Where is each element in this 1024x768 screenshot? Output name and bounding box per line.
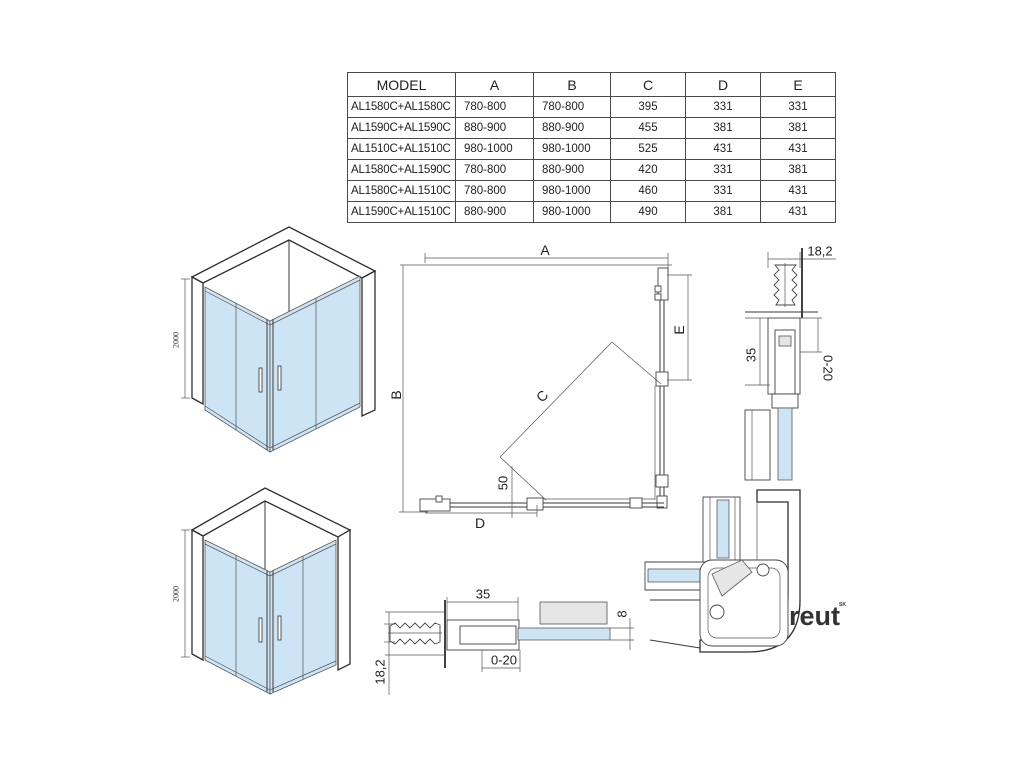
dimension-label-c: C	[533, 387, 551, 405]
top-rail	[204, 543, 337, 577]
dimension-label-offset: 50	[496, 476, 511, 490]
top-rail	[204, 279, 361, 326]
header-model: MODEL	[347, 72, 456, 97]
corner-part	[656, 495, 668, 509]
door-stop	[655, 371, 669, 387]
header-a: A	[455, 72, 534, 97]
horizontal-profile-detail: 35 8 0-20 18,2	[373, 587, 634, 695]
wall-top-cap	[190, 487, 352, 538]
glass-pane-section	[517, 627, 611, 641]
glass-seal	[771, 393, 799, 409]
right-wall-face	[337, 528, 351, 672]
extension-line	[611, 341, 662, 385]
dimension-label-depth: 35	[476, 587, 490, 602]
table-row: AL1580C+AL1580C 780-800 780-800 395 331 …	[347, 96, 836, 118]
door-handle	[277, 365, 282, 391]
dimension-label-adjust: 0-20	[821, 355, 836, 381]
right-wall-face	[361, 269, 376, 418]
hardware-part	[654, 293, 662, 301]
header-e: E	[760, 72, 836, 97]
iso-view-top: 2000	[172, 226, 377, 453]
table-row: AL1580C+AL1590C 780-800 880-900 420 331 …	[347, 159, 836, 181]
wall-profile	[419, 498, 451, 512]
door-handle	[277, 615, 282, 641]
hardware-part	[654, 285, 662, 293]
cell-c: 490	[610, 201, 686, 223]
brand-logo: reut	[789, 601, 840, 631]
door-handle	[258, 617, 263, 643]
left-glass-panel	[204, 539, 271, 695]
cell-a: 780-800	[455, 159, 534, 181]
dimension-line-c	[499, 341, 613, 458]
door-handle	[258, 367, 263, 393]
profile-insert	[778, 335, 792, 347]
hardware-part	[655, 474, 669, 488]
wall-section	[744, 409, 771, 481]
header-d: D	[685, 72, 761, 97]
cell-e: 431	[760, 201, 836, 223]
dimension-label-width: 18,2	[373, 659, 388, 684]
dimension-label-depth: 35	[744, 348, 759, 362]
plan-view: A B E C D	[388, 242, 692, 531]
door-stop	[526, 497, 544, 511]
cell-b: 980-1000	[533, 201, 611, 223]
table-row: AL1510C+AL1510C 980-1000 980-1000 525 43…	[347, 138, 836, 160]
right-glass-panel	[269, 275, 361, 453]
hardware-part	[629, 497, 643, 509]
screw-hole	[709, 604, 725, 620]
dimension-label-d: D	[475, 515, 485, 531]
hardware-part	[435, 495, 443, 503]
left-wall-face	[191, 275, 204, 406]
cell-model: AL1590C+AL1510C	[347, 201, 456, 223]
height-label: 2000	[172, 332, 181, 348]
vertical-profile-detail: 18,2 35 0-20	[744, 244, 836, 481]
corner-joint-detail: reut SK	[644, 489, 846, 653]
height-label: 2000	[172, 586, 181, 602]
floor-line	[649, 639, 701, 649]
glass-pane-edge	[539, 601, 608, 625]
cell-b: 880-900	[533, 117, 611, 139]
cell-model: AL1510C+AL1510C	[347, 138, 456, 160]
brand-logo-suffix: SK	[839, 602, 846, 608]
bottom-rail	[204, 655, 337, 691]
glass-pane-section	[777, 407, 793, 481]
cell-model: AL1590C+AL1590C	[347, 117, 456, 139]
adjustment-profile	[459, 625, 517, 645]
wall-dowel	[773, 264, 798, 306]
horizontal-glass	[647, 568, 701, 583]
cell-model: AL1580C+AL1590C	[347, 159, 456, 181]
wall-profile	[657, 267, 669, 301]
cell-c: 395	[610, 96, 686, 118]
screw-hole	[756, 563, 770, 577]
iso-view-bottom: 2000	[172, 487, 352, 695]
dimension-label-glass: 8	[615, 610, 630, 617]
table-header-row: MODEL A B C D E	[347, 72, 836, 97]
dimensions-table: MODEL A B C D E AL1580C+AL1580C 780-800 …	[347, 72, 836, 223]
dimension-label-width: 18,2	[807, 244, 832, 259]
cell-a: 880-900	[455, 201, 534, 223]
bottom-rail	[204, 402, 361, 449]
cell-d: 381	[685, 201, 761, 223]
dimension-label-e: E	[671, 325, 687, 334]
miter-connector	[711, 559, 753, 597]
dimension-label-a: A	[540, 242, 550, 258]
wall-top-cap	[190, 226, 377, 284]
extension-line	[499, 456, 547, 501]
wall-dowel	[389, 622, 441, 645]
dimension-label-b: B	[388, 390, 404, 399]
left-wall-face	[191, 528, 204, 662]
cell-a: 880-900	[455, 117, 534, 139]
table-row: AL1590C+AL1590C 880-900 880-900 455 381 …	[347, 117, 836, 139]
vertical-glass	[716, 499, 730, 559]
cell-d: 331	[685, 96, 761, 118]
dimension-label-adjust: 0-20	[491, 653, 517, 668]
table-row: AL1590C+AL1510C 880-900 980-1000 490 381…	[347, 201, 836, 223]
